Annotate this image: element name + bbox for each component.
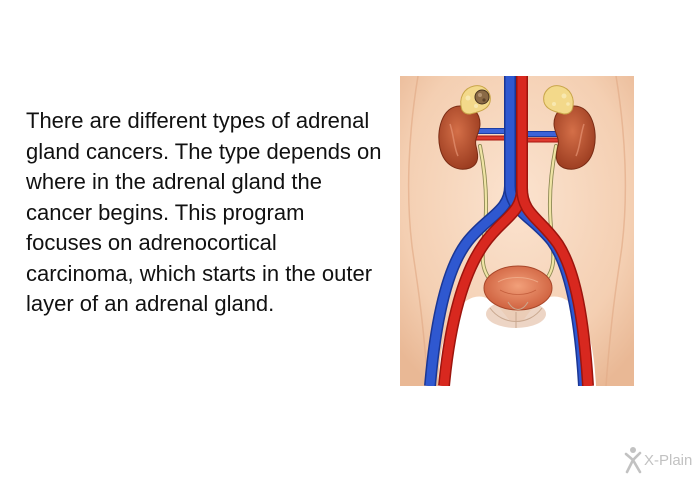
body-text: There are different types of adrenal gla… [26, 108, 382, 316]
logo-text: X-Plain [644, 452, 693, 469]
right-adrenal-gland [543, 85, 574, 115]
adrenal-tumor [474, 89, 490, 105]
anatomy-illustration [398, 76, 636, 386]
bladder [483, 265, 553, 311]
left-kidney [438, 105, 481, 170]
right-kidney [553, 105, 596, 170]
figure-icon [624, 447, 642, 474]
x-plain-logo: X-Plain [624, 446, 696, 474]
